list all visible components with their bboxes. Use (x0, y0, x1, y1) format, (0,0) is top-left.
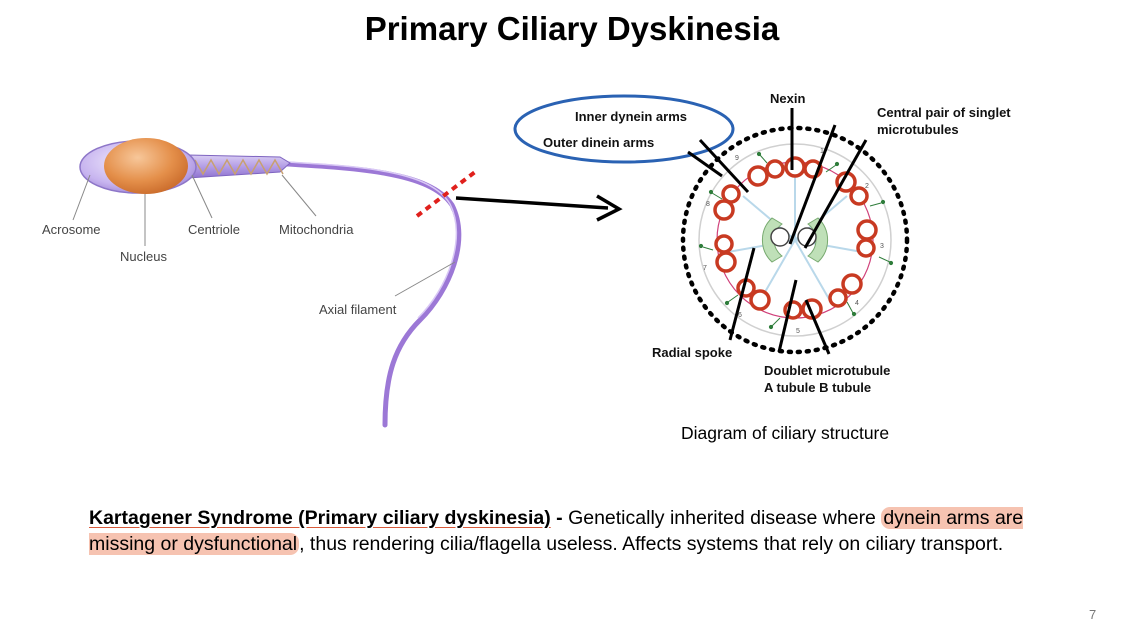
label-acrosome: Acrosome (42, 222, 101, 237)
inner-sheath (698, 143, 892, 337)
mitochondria-coil (194, 158, 284, 176)
term-kartagener: Kartagener Syndrome (Primary ciliary dys… (89, 507, 551, 529)
flagellum-tail (267, 160, 462, 428)
sperm-illustration: Acrosome Nucleus Centriole Mitochondria … (42, 138, 462, 428)
cilia-cross-section: 1 2 3 4 5 6 7 8 9 (680, 125, 910, 355)
cross-section-marker (415, 170, 477, 218)
diagram-caption: Diagram of ciliary structure (681, 423, 890, 443)
leader-acrosome (72, 174, 91, 221)
leader-mitochondria (281, 174, 317, 217)
dynein-arms (698, 151, 894, 330)
doublet-number-2: 2 (865, 183, 869, 190)
doublet-number-3: 3 (880, 243, 884, 250)
pointer-lines (687, 108, 868, 355)
flagellum-highlight (269, 160, 458, 319)
doublet-number-6: 6 (738, 312, 742, 319)
doublet-number-5: 5 (796, 328, 800, 335)
label-doublet-line1: Doublet microtubule (764, 363, 890, 378)
diagram-canvas: Acrosome Nucleus Centriole Mitochondria … (42, 91, 1011, 428)
label-outer-dynein-arms: Outer dinein arms (543, 135, 654, 150)
label-centriole: Centriole (188, 222, 240, 237)
term-separator: - (550, 507, 569, 529)
leader-axial-filament (394, 261, 456, 297)
doublet-number-4: 4 (855, 300, 859, 307)
body-text-1: Genetically inherited disease where (568, 507, 882, 529)
label-nexin: Nexin (770, 91, 805, 106)
nucleus-shape (104, 138, 188, 194)
leader-centriole (191, 174, 213, 219)
doublet-number-7: 7 (703, 265, 707, 272)
label-axial-filament: Axial filament (319, 302, 397, 317)
label-central-pair-line2: microtubules (877, 122, 959, 137)
dynein-highlight-ellipse (513, 94, 735, 164)
slide-title: Primary Ciliary Dyskinesia (364, 10, 780, 47)
page-number: 7 (1089, 607, 1097, 622)
label-central-pair-line1: Central pair of singlet (877, 105, 1011, 120)
central-pair (761, 217, 829, 263)
label-nucleus: Nucleus (120, 249, 167, 264)
pointer-arrow (455, 194, 623, 222)
membrane-outline (680, 125, 910, 355)
label-inner-dynein-arms: Inner dynein arms (575, 109, 687, 124)
body-text-2: , thus rendering cilia/flagella useless.… (299, 533, 1004, 555)
label-mitochondria: Mitochondria (279, 222, 354, 237)
doublet-number-8: 8 (706, 201, 710, 208)
doublet-number-9: 9 (735, 155, 739, 162)
body-paragraph: Kartagener Syndrome (Primary ciliary dys… (89, 505, 1064, 557)
label-radial-spoke: Radial spoke (652, 345, 732, 360)
label-doublet-line2: A tubule B tubule (764, 380, 871, 395)
doublet-number-1: 1 (820, 148, 824, 155)
